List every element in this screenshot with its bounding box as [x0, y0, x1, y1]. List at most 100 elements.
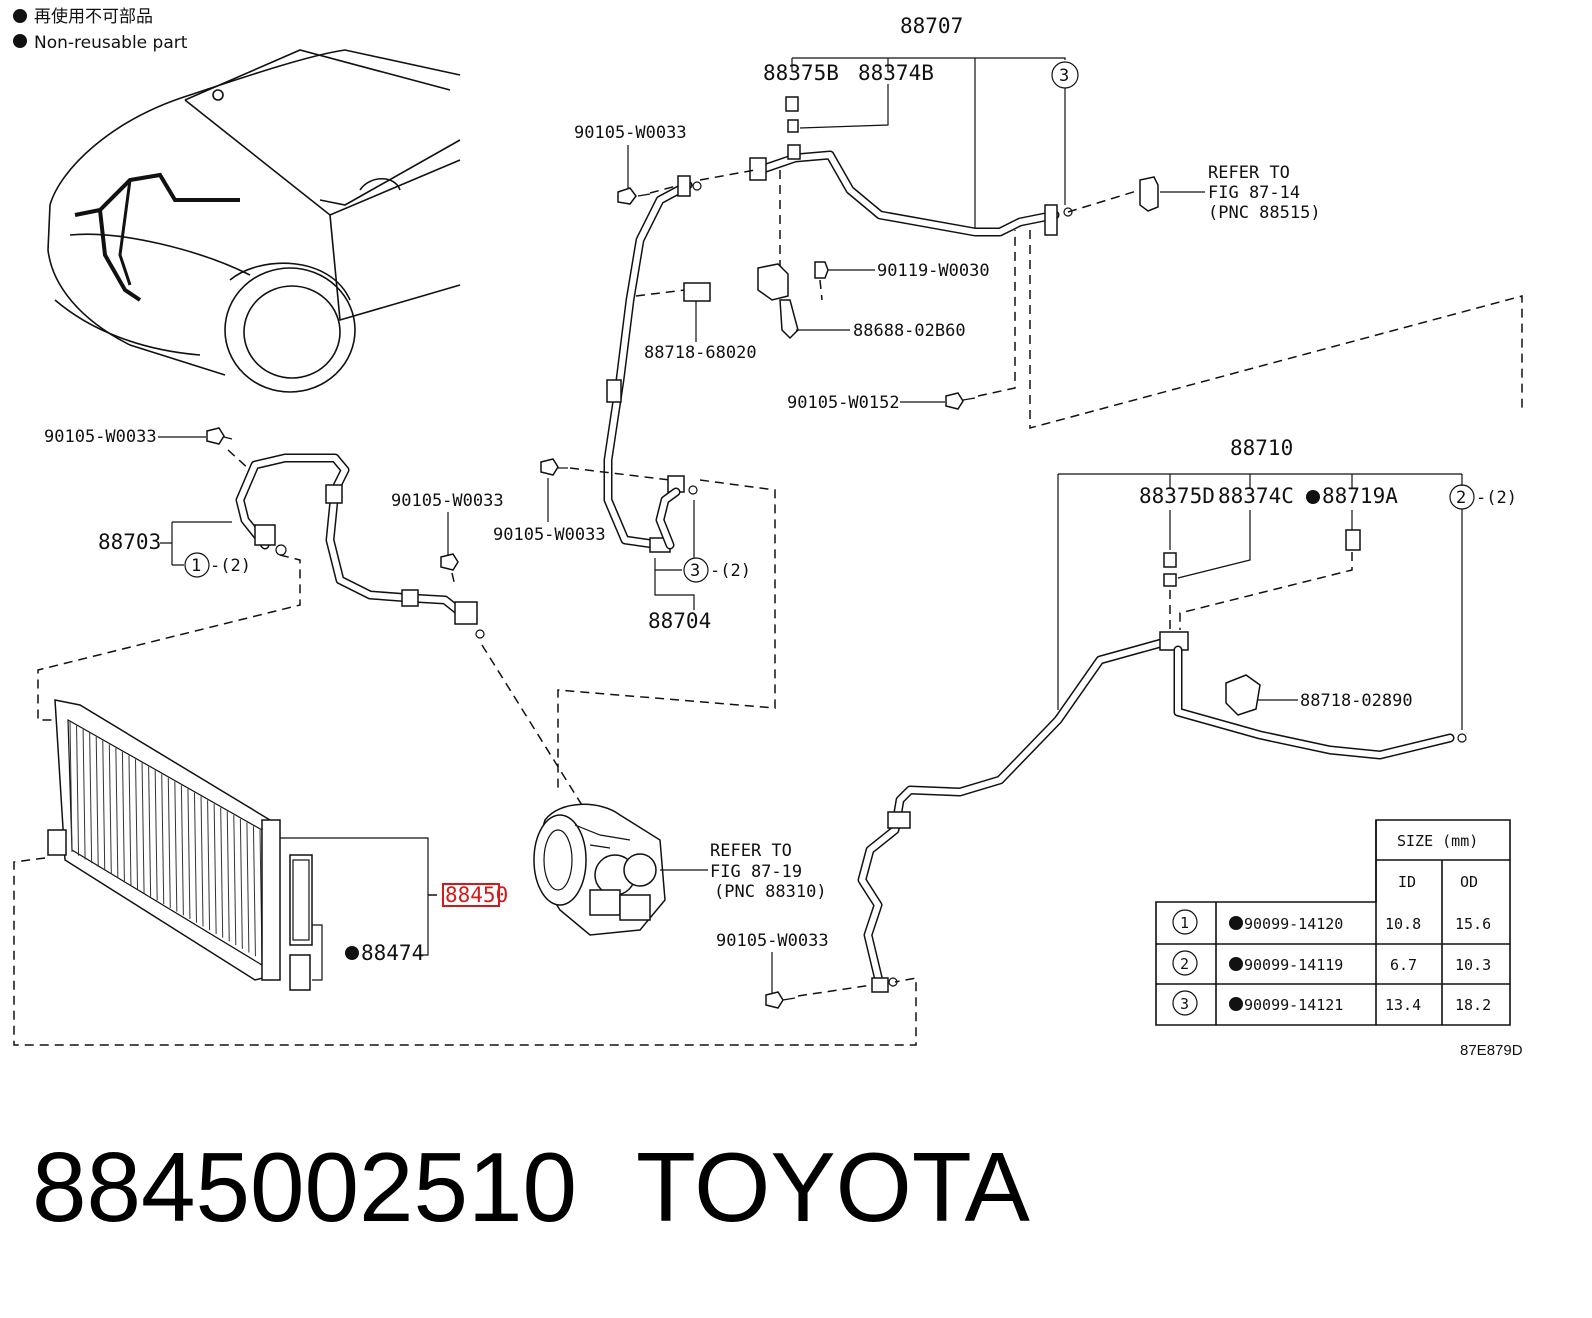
label-88374B: 88374B — [858, 61, 934, 85]
label-88688-02B60: 88688-02B60 — [853, 321, 966, 341]
figure-code: 87E879D — [1460, 1042, 1523, 1059]
size-table-col-od: OD — [1460, 873, 1478, 891]
condenser-fin — [82, 729, 86, 860]
label-88718-68020: 88718-68020 — [644, 343, 757, 363]
label-90119-W0030: 90119-W0030 — [877, 261, 990, 281]
condenser-fin — [180, 785, 184, 916]
label-88719A: 88719A — [1322, 484, 1398, 508]
size-row-ring: 3 — [1180, 995, 1189, 1013]
condenser-fin — [220, 807, 224, 938]
bolt-w0152: 90105-W0152 — [787, 230, 1523, 429]
legend-english: Non-reusable part — [34, 33, 188, 53]
label-90105-W0152: 90105-W0152 — [787, 393, 900, 413]
ring-2-right: 2 — [1456, 488, 1466, 508]
condenser-fin — [102, 740, 106, 871]
ring-3-mid: 3 — [690, 561, 700, 581]
condenser-fin — [95, 736, 99, 867]
size-table-title: SIZE (mm) — [1397, 832, 1478, 850]
ring-1-left-qty: -(2) — [210, 556, 251, 576]
bolt-top-left: 90105-W0033 — [574, 123, 756, 205]
condenser-fin — [233, 815, 237, 946]
condenser-fin — [115, 748, 119, 879]
size-row-part: 90099-14121 — [1244, 996, 1343, 1014]
bolt-mid: 90105-W0033 — [391, 491, 586, 811]
label-88703: 88703 — [98, 530, 161, 554]
condenser-fin — [174, 781, 178, 912]
part-number: 8845002510 — [32, 1132, 578, 1242]
condenser-fin — [226, 811, 230, 942]
condenser-fin — [187, 789, 191, 920]
clamp-88718-68020: 88718-68020 — [635, 282, 757, 363]
label-88375D: 88375D — [1139, 484, 1215, 508]
condenser-fin — [128, 755, 132, 886]
legend-japanese: 再使用不可部品 — [34, 6, 153, 27]
size-table: SIZE (mm) ID OD 1 90099-14120 10.8 15.6 … — [1155, 819, 1511, 1026]
size-row-ring: 2 — [1180, 955, 1189, 973]
condenser-fin — [246, 822, 250, 953]
bolt-bottom: 90105-W0033 — [716, 931, 873, 1009]
refer-87-19-line2: FIG 87-19 — [710, 862, 802, 882]
size-row-od: 15.6 — [1455, 915, 1491, 933]
condenser-fins — [69, 721, 263, 961]
bracket-88688: 88688-02B60 90119-W0030 — [757, 170, 990, 341]
clamp-88718-02890: 88718-02890 — [1225, 674, 1413, 716]
condenser-fin — [148, 766, 152, 897]
condenser-fin — [108, 744, 112, 875]
condenser-fin — [213, 803, 217, 934]
refer-87-19-line1: REFER TO — [710, 841, 792, 861]
condenser: 88450 88474 — [13, 699, 917, 1046]
label-bolt-center: 90105-W0033 — [493, 525, 606, 545]
ring-2-right-qty: -(2) — [1476, 488, 1517, 508]
condenser-fin — [154, 770, 158, 901]
refer-87-14-line1: REFER TO — [1208, 163, 1290, 183]
condenser-fin — [141, 762, 145, 893]
label-bolt-mid: 90105-W0033 — [391, 491, 504, 511]
legend: 再使用不可部品 Non-reusable part — [13, 6, 188, 53]
size-row-od: 18.2 — [1455, 996, 1491, 1014]
refer-87-19-line3: (PNC 88310) — [714, 882, 827, 902]
reference-87-14: REFER TO FIG 87-14 (PNC 88515) — [1067, 163, 1321, 223]
compressor: REFER TO FIG 87-19 (PNC 88310) — [533, 803, 827, 936]
size-table-col-id: ID — [1398, 873, 1416, 891]
label-88450: 88450 — [445, 883, 508, 907]
assembly-88707: 88707 88375B 88374B 3 — [749, 14, 1079, 237]
label-88374C: 88374C — [1218, 484, 1294, 508]
size-row-id: 6.7 — [1390, 956, 1417, 974]
condenser-fin — [76, 725, 80, 856]
assembly-88710: 88710 88375D 88374C 88719A 2 -(2) — [857, 436, 1517, 993]
highlight-box — [442, 883, 500, 907]
label-88704: 88704 — [648, 609, 711, 633]
condenser-fin — [207, 800, 211, 931]
brand-name: TOYOTA — [636, 1132, 1030, 1242]
size-row-part: 90099-14120 — [1244, 915, 1343, 933]
ring-1-left: 1 — [191, 556, 201, 576]
size-row-id: 13.4 — [1385, 996, 1421, 1014]
ring-3-top: 3 — [1059, 66, 1069, 86]
condenser-fin — [167, 777, 171, 908]
refer-87-14-line2: FIG 87-14 — [1208, 183, 1300, 203]
label-bolt-bottom: 90105-W0033 — [716, 931, 829, 951]
condenser-fin — [121, 751, 125, 882]
label-88718-02890: 88718-02890 — [1300, 691, 1413, 711]
label-bolt-left: 90105-W0033 — [44, 427, 157, 447]
condenser-fin — [89, 733, 93, 864]
size-row-id: 10.8 — [1385, 915, 1421, 933]
ring-3-mid-qty: -(2) — [710, 561, 751, 581]
condenser-fin — [193, 792, 197, 923]
condenser-fin — [239, 818, 243, 949]
condenser-fin — [135, 759, 139, 890]
condenser-fin — [69, 721, 73, 853]
size-row-ring: 1 — [1180, 914, 1189, 932]
label-88707: 88707 — [900, 14, 963, 38]
label-88474: 88474 — [361, 941, 424, 965]
size-row-od: 10.3 — [1455, 956, 1491, 974]
condenser-fin — [252, 826, 256, 957]
label-88375B: 88375B — [763, 61, 839, 85]
condenser-fin — [161, 774, 165, 905]
label-bolt-top-left: 90105-W0033 — [574, 123, 687, 143]
assembly-88704: 90105-W0033 3 -(2) 88704 — [493, 458, 776, 790]
size-row-part: 90099-14119 — [1244, 956, 1343, 974]
vehicle-outline — [47, 49, 461, 393]
label-88710: 88710 — [1230, 436, 1293, 460]
